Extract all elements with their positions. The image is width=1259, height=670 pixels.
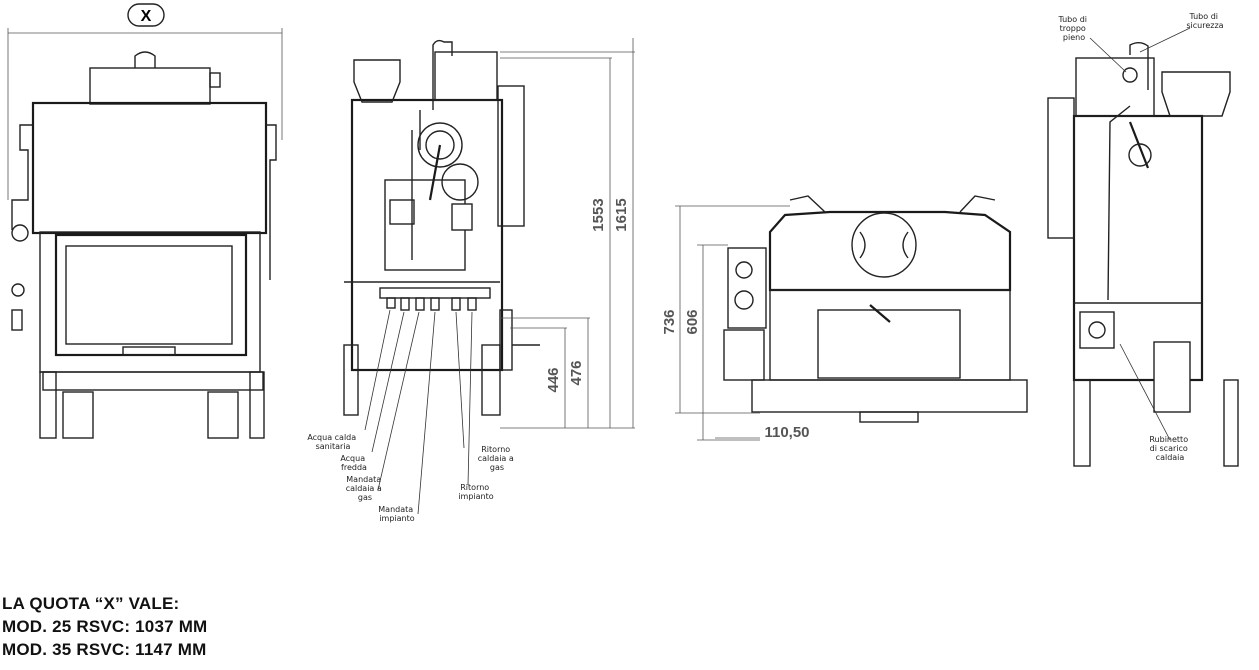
label-mandata-impianto: Mandata impianto: [378, 505, 415, 523]
label-ritorno-impianto: Ritorno impianto: [458, 483, 493, 501]
notes-line-mod-35: MOD. 35 RSVC: 1147 MM: [2, 640, 207, 659]
dimension-1615: 1615: [613, 198, 630, 231]
dimension-x-bubble: [127, 3, 165, 27]
label-ritorno-caldaia-a-gas: Ritorno caldaia a gas: [478, 445, 517, 472]
dimension-110-50: 110,50: [764, 424, 809, 441]
label-acqua-calda-sanitaria: Acqua calda sanitaria: [307, 433, 358, 451]
front-view: X: [7, 3, 283, 439]
label-rubinetto-di-scarico-caldaia: Rubinetto di scarico caldaia: [1149, 435, 1190, 462]
label-mandata-caldaia-a-gas: Mandata caldaia a gas: [346, 475, 385, 502]
dimension-476: 476: [568, 360, 585, 385]
label-acqua-fredda: Acqua fredda: [340, 454, 367, 472]
dimension-notes: LA QUOTA “X” VALE: MOD. 25 RSVC: 1037 MM…: [2, 592, 207, 661]
notes-heading: LA QUOTA “X” VALE:: [2, 594, 180, 613]
label-tubo-di-troppo-pieno: Tubo di troppo pieno: [1057, 15, 1089, 42]
top-view: 736 606 110,50: [661, 195, 1028, 441]
dimension-736: 736: [661, 309, 678, 334]
notes-line-mod-25: MOD. 25 RSVC: 1037 MM: [2, 617, 208, 636]
label-tubo-di-sicurezza: Tubo di sicurezza: [1186, 12, 1223, 30]
rear-view: Tubo di troppo pieno Tubo di sicurezza R…: [1047, 12, 1239, 467]
dimension-606: 606: [684, 309, 701, 334]
dimension-446: 446: [545, 367, 562, 392]
side-view: 1553 1615 446 476 Acqua calda sanitaria …: [307, 38, 635, 523]
dimension-1553: 1553: [590, 198, 607, 231]
dimension-x-label: X: [141, 8, 152, 25]
